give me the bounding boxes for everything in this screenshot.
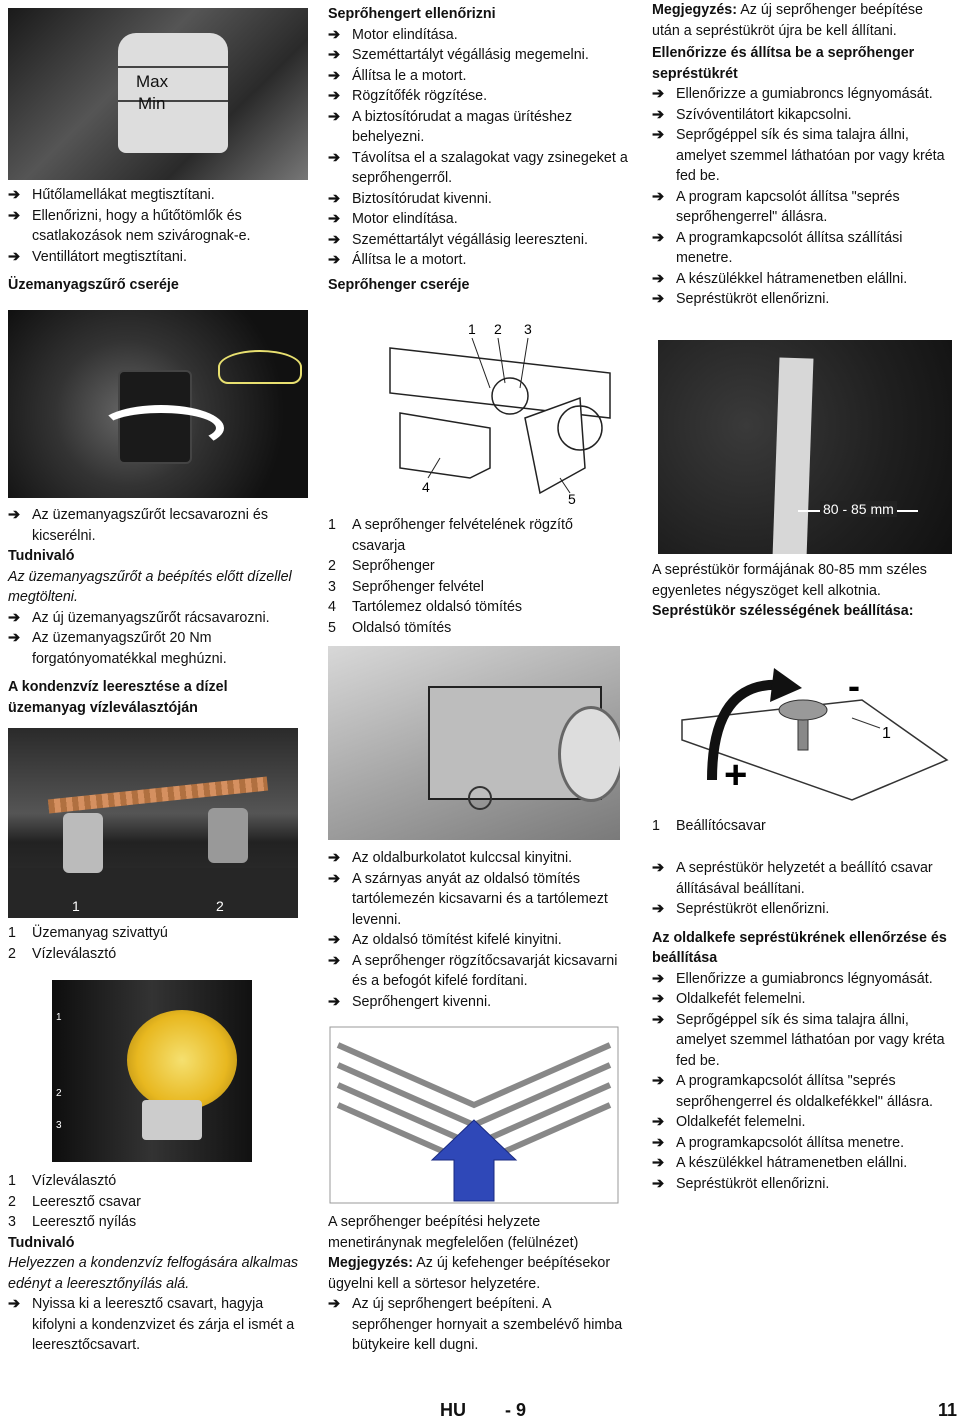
bullet: ➔Seprőgéppel sík és sima talajra állni, …: [652, 127, 945, 184]
bullet: ➔Az új seprőhengert beépíteni. A seprőhe…: [328, 1296, 623, 1353]
bullet-open-drain: ➔Nyissa ki a leeresztő csavart, hagyja k…: [8, 1296, 295, 1353]
label-4: 4: [422, 479, 430, 495]
adjusting-screw-diagram: - + 1: [681, 665, 949, 801]
bullet: ➔A sepréstükör helyzetét a beállító csav…: [652, 860, 933, 897]
minus-label: -: [848, 665, 860, 706]
bullet: ➔Szívóventilátort kikapcsolni.: [652, 106, 852, 123]
bullet: ➔Motor elindítása.: [328, 211, 458, 227]
heading-check-brush: Seprőhengert ellenőrizni: [328, 6, 496, 22]
bullet-screw-new-filter: ➔Az új üzemanyagszűrőt rácsavarozni.: [8, 609, 270, 626]
note2-title: Tudnivaló: [8, 1234, 75, 1251]
label-2: 2: [494, 321, 502, 337]
separator-closeup-photo: 1 2 3: [52, 980, 252, 1162]
max-label: Max: [136, 72, 169, 91]
bullet: ➔Seprőhengert kivenni.: [328, 993, 492, 1010]
heading-replace-brush: Seprőhenger cseréje: [328, 276, 470, 293]
bullet-clean-fan: ➔Ventillátort megtisztítani.: [8, 248, 187, 265]
label-1: 1: [56, 1012, 62, 1023]
bullet: ➔Sepréstükröt ellenőrizni.: [652, 901, 830, 917]
note-paragraph: Megjegyzés: Az új kefehenger beépítéseko…: [328, 1255, 611, 1292]
bullet-unscrew-filter: ➔Az üzemanyagszűrőt lecsavarozni és kics…: [8, 507, 269, 544]
label-5: 5: [568, 491, 576, 507]
brush-orientation-diagram: [329, 1026, 619, 1204]
heading-adjust-width: Sepréstükör szélességének beállítása:: [652, 603, 914, 619]
label-1: 1: [468, 321, 476, 337]
bullet: ➔A programkapcsolót állítsa "seprés sepr…: [652, 1073, 934, 1110]
heading-brush-pattern: Ellenőrizze és állítsa be a seprőhenger …: [652, 45, 915, 82]
water-separator-photo: 1 2: [8, 728, 298, 918]
footer-lang: HU: [440, 1400, 466, 1420]
label-1: 1: [882, 725, 891, 742]
bullet: ➔A készülékkel hátramenetben eláll­ni.: [652, 1155, 908, 1171]
bullet: ➔A biztosítórudat a magas ürítéshez behe…: [328, 108, 573, 146]
label-1: 1: [72, 898, 80, 914]
bullet: ➔Motor elindítása.: [328, 26, 458, 43]
min-label: Min: [138, 94, 166, 113]
plus-label: +: [724, 753, 747, 797]
bullet: ➔Biztosítórudat kivenni.: [328, 190, 492, 207]
bullet: ➔Oldalkefét felemelni.: [652, 1114, 806, 1130]
bullet: ➔Rögzítőfék rögzítése.: [328, 88, 488, 104]
footer-number: 11: [938, 1400, 958, 1420]
label-3: 3: [56, 1120, 62, 1131]
bullet: ➔Állítsa le a motort.: [328, 252, 467, 268]
coolant-tank-photo: Max Min: [8, 8, 308, 180]
label-3: 3: [524, 321, 532, 337]
bullet: ➔Állítsa le a motort.: [328, 67, 467, 84]
bullet: ➔A programkapcsolót állítsa szállítási m…: [652, 229, 903, 267]
bullet: ➔Seprőgéppel sík és sima talajra állni, …: [652, 1011, 945, 1069]
bullet: ➔Ellenőrizze a gumiabroncs légnyomását.: [652, 86, 933, 102]
bullet-check-hoses: ➔Ellenőrizni, hogy a hűtőtömlők és csatl…: [8, 207, 251, 245]
label-2: 2: [56, 1088, 62, 1099]
bullet: ➔Az oldalsó tömítést kifelé kinyitni.: [328, 932, 562, 948]
bullet: ➔Sepréstükröt ellenőrizni.: [652, 291, 830, 307]
bullet: ➔Ellenőrizze a gumiabroncs légnyomását.: [652, 970, 933, 987]
pattern-caption: A sepréstükör formájának 80-85 mm széles…: [652, 562, 927, 599]
fuel-filter-photo: [8, 310, 308, 498]
heading-condensate: A kondenzvíz leeresztése a dízel üzemany…: [8, 679, 228, 716]
bullet-clean-radiator: ➔Hűtőlamellákat megtisztítani.: [8, 187, 215, 203]
sweep-pattern-photo: 80 - 85 mm: [658, 340, 952, 554]
bullet: ➔Szeméttartályt végállásig megemelni.: [328, 47, 589, 63]
bullet: ➔A szárnyas anyát az oldalsó tömítés tar…: [328, 870, 608, 928]
footer-page: - 9: [505, 1400, 527, 1420]
brush-replacement-diagram: 1 2 3 4 5: [389, 321, 611, 507]
bullet: ➔A készülékkel hátramenetben eláll­ni.: [652, 270, 908, 287]
bullet: ➔Távolítsa el a szalagokat vagy zsinegek…: [328, 149, 628, 187]
bullet: ➔A seprőhenger rögzítőcsavarját kicsavar…: [328, 952, 618, 990]
bullet: ➔A program kapcsolót állítsa "seprés sep…: [652, 188, 900, 226]
note-title: Tudnivaló: [8, 548, 75, 564]
note-paragraph: Megjegyzés: Az új seprőhenger beépítése …: [652, 2, 924, 39]
bullet: ➔Az oldalburkolatot kulccsal kinyitni.: [328, 850, 573, 866]
heading-fuel-filter: Üzemanyagszűrő cseréje: [8, 277, 179, 293]
side-panel-photo: [328, 646, 620, 840]
bullet: ➔Oldalkefét felemelni.: [652, 991, 806, 1007]
bullets-check-brush: ➔Motor elindítása. ➔Szeméttartályt végál…: [328, 25, 628, 271]
bullet-torque: ➔Az üzemanyagszűrőt 20 Nm forgatónyomaté…: [8, 630, 227, 667]
note-text: Az üzemanyagszűrőt a beépítés előtt díze…: [8, 568, 292, 606]
bullet: ➔Sepréstükröt ellenőrizni.: [652, 1175, 830, 1192]
note2-text: Helyezzen a kondenzvíz felfogására alkal…: [8, 1255, 299, 1292]
orientation-caption: A seprőhenger beépítési helyzete menetir…: [328, 1214, 579, 1251]
label-2: 2: [216, 898, 224, 914]
heading-side-brush: Az oldalkefe sepréstükrének ellenőrzése …: [652, 929, 947, 967]
bullet: ➔A programkapcsolót állítsa menetre.: [652, 1134, 905, 1151]
width-label: 80 - 85 mm: [820, 501, 897, 517]
bullet: ➔Szeméttartályt végállásig leereszteni.: [328, 231, 589, 248]
